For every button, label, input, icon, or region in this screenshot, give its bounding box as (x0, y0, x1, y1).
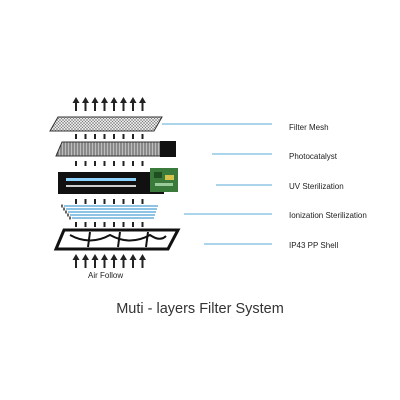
airflow-label: Air Follow (88, 271, 124, 280)
label-ip43-pp-shell: IP43 PP Shell (289, 241, 339, 250)
spacer-tick (103, 134, 106, 139)
spacer-tick (132, 134, 134, 139)
spacer-ticks (75, 134, 144, 139)
diagram-caption: Muti - layers Filter System (116, 301, 284, 317)
spacer-tick (122, 222, 125, 227)
spacer-ticks (75, 161, 144, 166)
spacer-tick (75, 161, 77, 166)
spacer-tick (84, 199, 87, 204)
ionization-sterilization-layer (61, 204, 158, 220)
spacer-tick (94, 222, 96, 227)
spacer-tick (122, 199, 125, 204)
spacer-tick (84, 161, 87, 166)
up-arrow-icon (110, 254, 118, 268)
spacer-tick (103, 222, 106, 227)
spacer-tick (75, 134, 77, 139)
up-arrow-icon (120, 97, 127, 111)
uv-sterilization-layer (58, 168, 178, 194)
spacer-tick (94, 199, 96, 204)
up-arrow-icon (101, 97, 108, 111)
spacer-tick (103, 161, 106, 166)
photocatalyst-layer (55, 141, 176, 157)
label-ionization-sterilization: Ionization Sterilization (289, 211, 367, 220)
ip43-pp-shell-layer (53, 228, 181, 251)
spacer-tick (113, 161, 115, 166)
up-arrow-icon (139, 97, 146, 111)
up-arrow-icon (72, 97, 80, 111)
label-photocatalyst: Photocatalyst (289, 152, 338, 161)
spacer-tick (84, 222, 87, 227)
up-arrow-icon (91, 97, 99, 111)
spacer-tick (113, 134, 115, 139)
label-filter-mesh: Filter Mesh (289, 123, 329, 132)
filter-mesh-layer (49, 116, 163, 132)
spacer-ticks (75, 222, 144, 227)
spacer-tick (84, 134, 87, 139)
label-uv-sterilization: UV Sterilization (289, 182, 344, 191)
spacer-tick (132, 222, 134, 227)
spacer-tick (103, 199, 106, 204)
spacer-tick (141, 134, 144, 139)
up-arrow-icon (129, 254, 137, 268)
spacer-tick (75, 199, 77, 204)
up-arrow-icon (110, 97, 118, 111)
up-arrow-icon (82, 97, 89, 111)
spacer-tick (141, 222, 144, 227)
up-arrow-icon (120, 254, 127, 268)
spacer-tick (141, 161, 144, 166)
spacer-tick (132, 161, 134, 166)
spacer-tick (122, 134, 125, 139)
spacer-ticks (75, 199, 144, 204)
spacer-tick (75, 222, 77, 227)
up-arrow-icon (139, 254, 146, 268)
spacer-tick (141, 199, 144, 204)
up-arrow-icon (91, 254, 99, 268)
spacer-tick (113, 199, 115, 204)
outflow-arrows (72, 97, 146, 111)
inflow-arrows (72, 254, 146, 268)
spacer-tick (94, 161, 96, 166)
spacer-tick (122, 161, 125, 166)
spacer-tick (94, 134, 96, 139)
up-arrow-icon (82, 254, 89, 268)
up-arrow-icon (72, 254, 80, 268)
up-arrow-icon (101, 254, 108, 268)
up-arrow-icon (129, 97, 137, 111)
spacer-tick (132, 199, 134, 204)
spacer-tick (113, 222, 115, 227)
